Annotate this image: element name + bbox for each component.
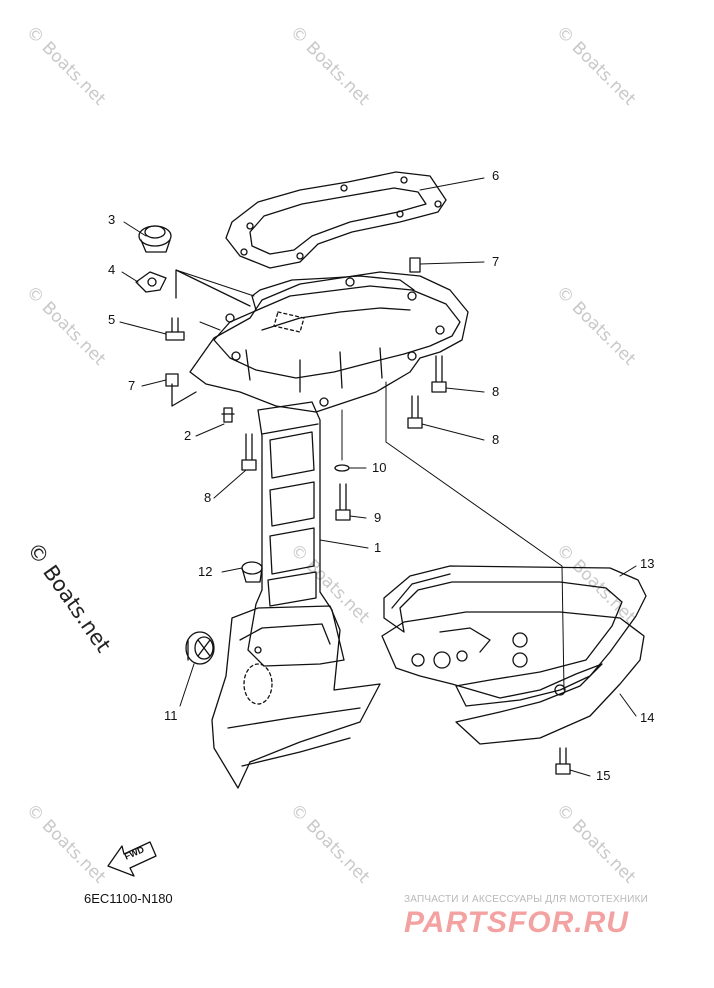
assembly-guide-lines — [175, 269, 565, 691]
callout-leader-lines — [119, 177, 637, 777]
fwd-arrow-icon — [107, 841, 157, 877]
seal-part-11 — [185, 631, 215, 665]
upper-casing — [211, 401, 381, 789]
callout-number: 1 — [374, 540, 382, 555]
callout-number: 13 — [640, 556, 655, 571]
callout-number: 11 — [164, 708, 178, 723]
screw-part-2 — [221, 407, 235, 423]
bolt-part-9 — [335, 483, 351, 521]
seal-frame-part-13 — [383, 565, 647, 707]
shop-tagline: ЗАПЧАСТИ И АКСЕССУАРЫ ДЛЯ МОТОТЕХНИКИ — [404, 894, 649, 905]
bolt-part-8 — [241, 355, 447, 471]
callout-number: 5 — [108, 312, 116, 327]
callout-number: 7 — [492, 254, 500, 269]
callout-number: 9 — [374, 510, 382, 525]
callout-number: 10 — [372, 460, 387, 475]
callout-number: 8 — [204, 490, 212, 505]
callout-number: 4 — [108, 262, 116, 277]
washer-part-10 — [334, 464, 350, 472]
callout-number: 6 — [492, 168, 500, 183]
callout-number: 2 — [184, 428, 192, 443]
exhaust-guide — [171, 269, 469, 413]
bolt-part-5 — [165, 317, 185, 341]
callout-number: 15 — [596, 768, 611, 783]
bottom-cover-part-14 — [381, 611, 645, 745]
callout-number: 7 — [128, 378, 136, 393]
plug-part-3 — [138, 225, 172, 253]
callout-number: 8 — [492, 432, 500, 447]
diagram-code: 6EC1100-N180 — [84, 891, 173, 906]
exhaust-gasket — [225, 171, 447, 269]
gasket-part-4 — [135, 271, 167, 293]
grommet-part-12 — [241, 561, 263, 583]
callout-number: 12 — [198, 564, 213, 579]
dowel-pin-part-7 — [165, 257, 421, 387]
callout-number: 8 — [492, 384, 500, 399]
shop-logo: PARTSFOR.RU — [404, 906, 629, 939]
callout-number: 3 — [108, 212, 116, 227]
callout-number: 14 — [640, 710, 655, 725]
bolt-part-15 — [555, 747, 571, 775]
